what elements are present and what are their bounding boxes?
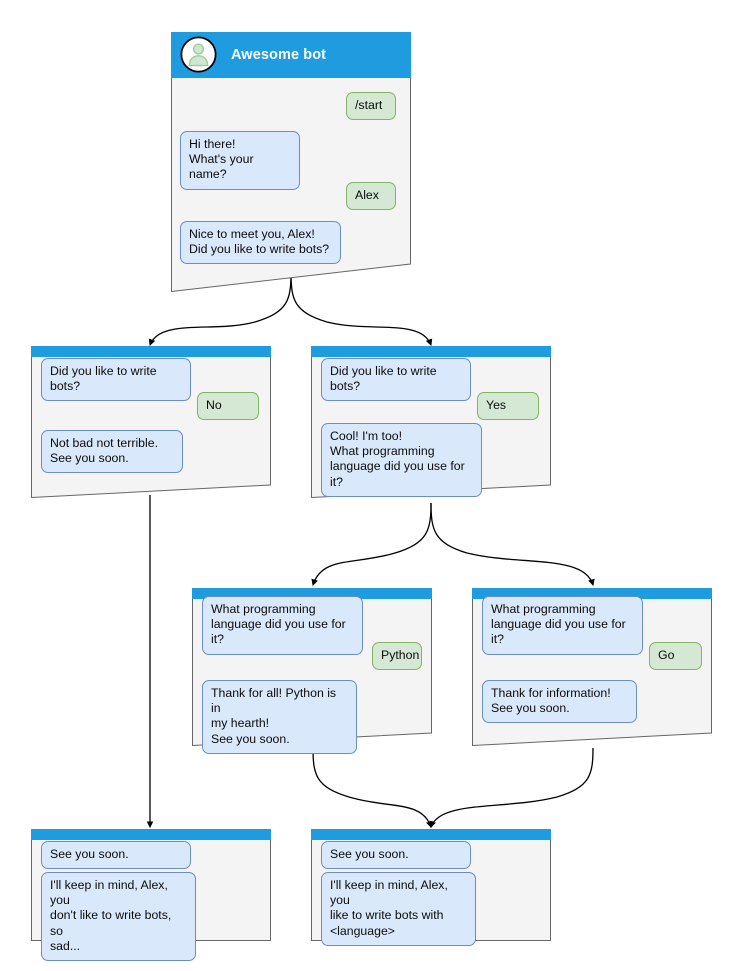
- message-bubble-bot[interactable]: Cool! I'm too! What programming language…: [321, 423, 482, 497]
- message-bubble-bot[interactable]: Nice to meet you, Alex! Did you like to …: [180, 221, 341, 265]
- message-bubble-user[interactable]: Go: [649, 642, 702, 671]
- card-end-no[interactable]: See you soon. I'll keep in mind, Alex, y…: [31, 829, 271, 962]
- message-bubble-bot[interactable]: What programming language did you use fo…: [482, 596, 643, 655]
- bot-title: Awesome bot: [231, 46, 327, 63]
- edge-python-to-end-yes: [312, 747, 433, 829]
- message-bubble-bot[interactable]: Hi there! What's your name?: [180, 131, 300, 190]
- card-yes-branch[interactable]: Did you like to write bots? Yes Cool! I'…: [311, 346, 551, 498]
- card-python-branch[interactable]: What programming language did you use fo…: [192, 588, 432, 754]
- card-go-branch[interactable]: What programming language did you use fo…: [472, 588, 712, 746]
- user-avatar-icon: [180, 36, 217, 73]
- message-bubble-bot[interactable]: I'll keep in mind, Alex, you like to wri…: [321, 872, 476, 946]
- message-bubble-bot[interactable]: Did you like to write bots?: [41, 358, 191, 402]
- card-root[interactable]: Awesome bot /start Hi there! What's your…: [171, 32, 411, 292]
- message-bubble-user[interactable]: Alex: [346, 182, 396, 211]
- message-bubble-bot[interactable]: See you soon.: [41, 841, 191, 870]
- message-bubble-bot[interactable]: I'll keep in mind, Alex, you don't like …: [41, 872, 196, 962]
- message-bubble-user[interactable]: Yes: [477, 392, 539, 421]
- edge-yes-to-python: [311, 502, 432, 587]
- message-bubble-bot[interactable]: Thank for all! Python is in my hearth! S…: [202, 680, 357, 754]
- card-no-branch[interactable]: Did you like to write bots? No Not bad n…: [31, 346, 271, 498]
- message-bubble-bot[interactable]: What programming language did you use fo…: [202, 596, 363, 655]
- card-end-yes[interactable]: See you soon. I'll keep in mind, Alex, y…: [311, 829, 551, 946]
- message-bubble-user[interactable]: /start: [346, 92, 396, 121]
- message-bubble-bot[interactable]: Not bad not terrible. See you soon.: [41, 430, 183, 474]
- message-bubble-user[interactable]: No: [197, 392, 259, 421]
- edge-yes-to-go: [430, 502, 595, 587]
- message-bubble-bot[interactable]: See you soon.: [321, 841, 471, 870]
- message-bubble-bot[interactable]: Did you like to write bots?: [321, 358, 471, 402]
- message-bubble-bot[interactable]: Thank for information! See you soon.: [482, 680, 637, 724]
- edge-go-to-end-yes: [429, 747, 594, 829]
- message-bubble-user[interactable]: Python: [372, 642, 422, 671]
